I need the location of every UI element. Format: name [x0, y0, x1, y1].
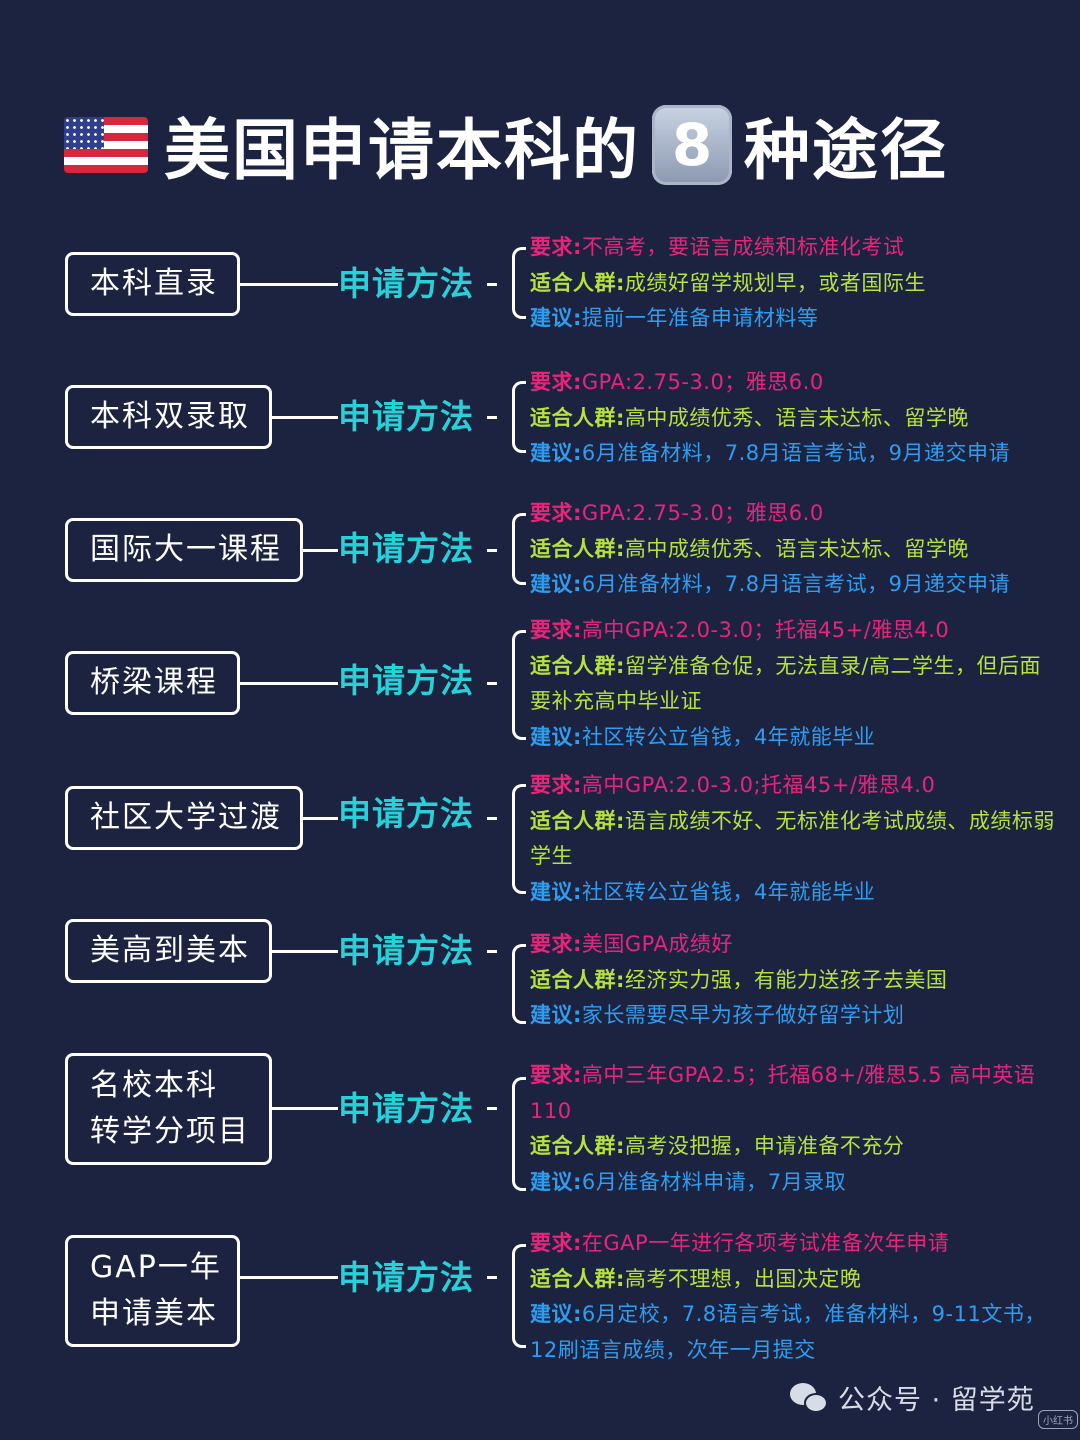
route-name: 桥梁课程 — [90, 665, 218, 700]
bracket — [512, 1244, 526, 1348]
connector-line — [272, 416, 338, 419]
page-title: 美国申请本科的 8 种途径 — [64, 100, 1024, 190]
number-eight-icon: 8 — [652, 105, 732, 185]
connector-line — [272, 950, 338, 953]
route-name-box: GAP一年 申请美本 — [65, 1235, 240, 1347]
connector-dash — [487, 416, 497, 419]
connector-dash — [487, 950, 497, 953]
method-label: 申请方法 — [338, 264, 474, 303]
title-text-after: 种途径 — [744, 112, 948, 189]
route-name-line-1: GAP一年 — [90, 1250, 222, 1285]
method-label: 申请方法 — [338, 931, 474, 970]
route-name-line-2: 申请美本 — [90, 1296, 218, 1331]
route-name: 社区大学过渡 — [90, 800, 282, 835]
us-flag-icon — [64, 117, 148, 173]
route-name-box: 国际大一课程 — [65, 518, 303, 582]
route-details: 要求:高中三年GPA2.5；托福68+/雅思5.5 高中英语110 适合人群:高… — [530, 1063, 1036, 1194]
route-details: 要求:GPA:2.75-3.0；雅思6.0 适合人群:高中成绩优秀、语言未达标、… — [530, 370, 1011, 465]
route-name-box: 社区大学过渡 — [65, 786, 303, 850]
method-label: 申请方法 — [338, 397, 474, 436]
route-name: 美高到美本 — [90, 933, 250, 968]
route-name-box: 桥梁课程 — [65, 651, 240, 715]
connector-line — [303, 549, 338, 552]
bracket — [512, 784, 526, 894]
watermark-text: 公众号 · 留学苑 — [838, 1385, 1035, 1416]
route-name-box: 本科双录取 — [65, 385, 272, 449]
connector-line — [272, 1107, 338, 1110]
title-text-before: 美国申请本科的 — [164, 112, 640, 189]
connector-dash — [487, 817, 497, 820]
route-details: 要求:高中GPA:2.0-3.0；托福45+/雅思4.0 适合人群:留学准备仓促… — [530, 618, 1041, 749]
route-details: 要求:不高考，要语言成绩和标准化考试 适合人群:成绩好留学规划早，或者国际生 建… — [530, 235, 926, 330]
method-label: 申请方法 — [338, 794, 474, 833]
connector-line — [303, 817, 338, 820]
bracket — [512, 513, 526, 585]
connector-dash — [487, 682, 497, 685]
route-name: 本科直录 — [90, 266, 218, 301]
connector-line — [240, 1276, 338, 1279]
route-details: 要求:在GAP一年进行各项考试准备次年申请 适合人群:高考不理想，出国决定晚 建… — [530, 1231, 1046, 1362]
route-name: 本科双录取 — [90, 399, 250, 434]
connector-dash — [487, 283, 497, 286]
method-label: 申请方法 — [338, 1258, 474, 1297]
connector-dash — [487, 1276, 497, 1279]
bracket — [512, 1077, 526, 1191]
route-name-box: 名校本科 转学分项目 — [65, 1053, 272, 1165]
route-name: 国际大一课程 — [90, 532, 282, 567]
route-name-box: 本科直录 — [65, 252, 240, 316]
connector-dash — [487, 549, 497, 552]
route-details: 要求:美国GPA成绩好 适合人群:经济实力强，有能力送孩子去美国 建议:家长需要… — [530, 932, 948, 1027]
method-label: 申请方法 — [338, 1089, 474, 1128]
route-name-box: 美高到美本 — [65, 919, 272, 983]
route-details: 要求:GPA:2.75-3.0；雅思6.0 适合人群:高中成绩优秀、语言未达标、… — [530, 501, 1011, 596]
corner-badge: 小红书 — [1038, 1410, 1078, 1429]
connector-dash — [487, 1107, 497, 1110]
bracket — [512, 247, 526, 319]
method-label: 申请方法 — [338, 661, 474, 700]
bracket — [512, 944, 526, 1024]
connector-line — [240, 682, 338, 685]
bracket — [512, 381, 526, 453]
watermark: 公众号 · 留学苑 — [790, 1378, 1035, 1417]
bracket — [512, 630, 526, 740]
route-details: 要求:高中GPA:2.0-3.0;托福45+/雅思4.0 适合人群:语言成绩不好… — [530, 773, 1055, 904]
method-label: 申请方法 — [338, 529, 474, 568]
route-name-line-1: 名校本科 — [90, 1068, 218, 1103]
route-name-line-2: 转学分项目 — [90, 1114, 250, 1149]
connector-line — [240, 283, 338, 286]
wechat-icon — [790, 1381, 830, 1415]
